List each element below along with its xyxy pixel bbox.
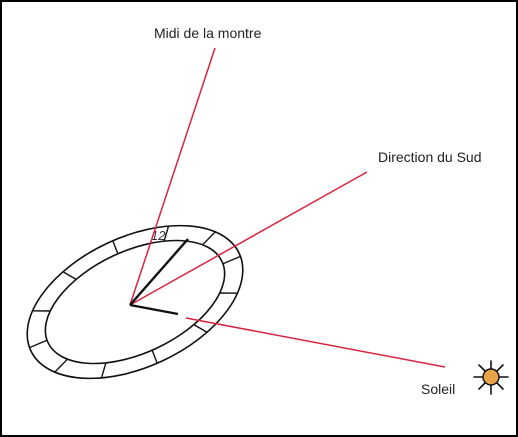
hour-tick: [222, 255, 241, 265]
hour-tick: [163, 225, 170, 242]
south-direction-label: Direction du Sud: [378, 149, 482, 165]
hour-tick: [202, 231, 216, 246]
hour-tick: [151, 349, 158, 364]
hour-tick: [62, 271, 77, 280]
watch-noon-label: Midi de la montre: [154, 25, 262, 41]
watch-noon-line: [129, 47, 216, 306]
hour-tick: [112, 240, 119, 255]
minute-hand: [129, 238, 189, 306]
hour-tick: [29, 339, 48, 349]
hour-ticks: [29, 225, 241, 379]
hour-tick: [54, 358, 68, 373]
watch-outer-ring: [26, 224, 244, 380]
hour-tick: [193, 324, 208, 333]
sun-label: Soleil: [421, 381, 455, 397]
sun-icon: [473, 360, 509, 395]
hour-tick: [100, 362, 107, 379]
sun-disc: [482, 368, 500, 386]
hour-hand: [129, 303, 179, 316]
sun-line: [185, 317, 446, 368]
south-direction-line: [129, 171, 368, 306]
